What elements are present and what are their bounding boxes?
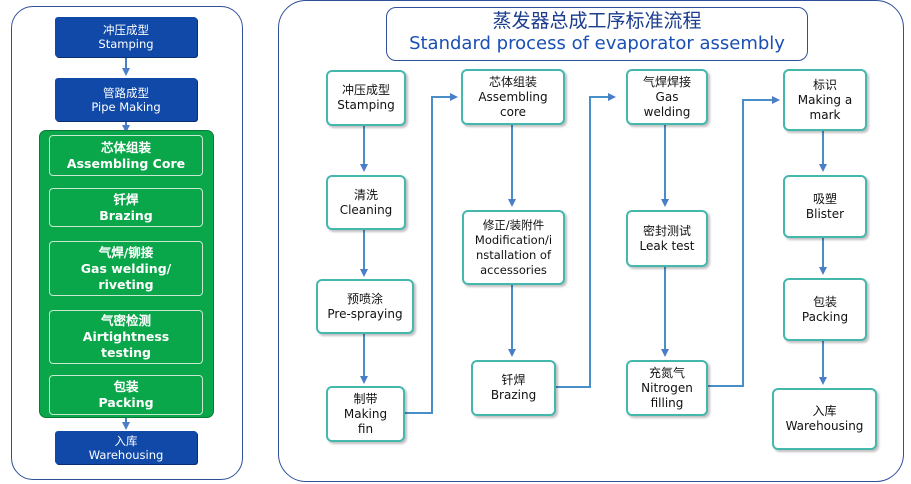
node-zh: 修正/装附件	[482, 217, 545, 232]
right-node-gas-welding: 气焊焊接 Gas welding	[626, 69, 708, 125]
node-en: Leak test	[639, 238, 695, 253]
node-zh: 冲压成型	[103, 23, 149, 37]
node-en-line1: Gas	[655, 89, 679, 104]
node-en-line1: Assembling	[478, 89, 548, 104]
right-node-blister: 吸塑 Blister	[783, 175, 867, 238]
node-en: Packing	[98, 395, 154, 410]
node-en-line1: Airtightness	[82, 329, 170, 344]
node-zh: 清洗	[353, 187, 378, 202]
node-en: Pipe Making	[91, 99, 161, 114]
right-node-modification: 修正/装附件 Modification/i nstallation of acc…	[462, 210, 565, 285]
node-en: Cleaning	[339, 202, 393, 217]
node-zh: 气密检测	[100, 313, 151, 328]
node-zh: 包装	[812, 294, 837, 309]
left-node-airtightness: 气密检测 Airtightness testing	[49, 310, 203, 364]
node-en-line2: welding	[643, 104, 691, 119]
right-node-cleaning: 清洗 Cleaning	[326, 175, 406, 230]
node-en-line1: Making a	[797, 92, 853, 107]
node-zh: 气焊焊接	[642, 74, 691, 89]
node-en-line1: Making	[343, 406, 388, 421]
node-zh: 入库	[812, 404, 837, 418]
right-node-nitrogen-filling: 充氮气 Nitrogen filling	[626, 360, 708, 416]
node-zh: 充氮气	[648, 365, 685, 380]
node-zh: 制带	[353, 391, 378, 406]
node-zh: 管路成型	[103, 85, 149, 100]
node-zh: 密封测试	[642, 223, 691, 238]
node-zh: 预喷涂	[346, 291, 383, 306]
right-node-stamping: 冲压成型 Stamping	[326, 70, 406, 126]
node-zh: 标识	[812, 77, 837, 92]
node-en-line2: nstallation of	[475, 247, 552, 262]
node-zh: 芯体组装	[100, 139, 151, 155]
left-node-assembling-core: 芯体组装 Assembling Core	[49, 135, 203, 176]
right-node-pre-spraying: 预喷涂 Pre-spraying	[316, 279, 414, 334]
node-en: Stamping	[337, 98, 395, 112]
title-zh: 蒸发器总成工序标准流程	[492, 10, 702, 32]
node-en: Brazing	[99, 207, 153, 223]
node-zh: 冲压成型	[341, 83, 390, 97]
node-zh: 吸塑	[812, 191, 837, 206]
node-en: Stamping	[98, 37, 154, 51]
node-en: Pre-spraying	[327, 306, 403, 321]
node-en: Packing	[801, 309, 849, 324]
right-node-assembling-core: 芯体组装 Assembling core	[461, 69, 565, 125]
node-en: Brazing	[490, 388, 537, 402]
node-en-line1: Gas welding/	[80, 260, 172, 276]
node-en: Warehousing	[88, 447, 164, 462]
node-en-line1: Modification/i	[474, 232, 553, 247]
arrow-brazing-gaswelding	[553, 93, 616, 388]
left-node-pipe-making: 管路成型 Pipe Making	[55, 78, 197, 121]
left-node-stamping: 冲压成型 Stamping	[55, 17, 197, 57]
left-node-gas-welding: 气焊/铆接 Gas welding/ riveting	[49, 241, 203, 296]
node-en: Blister	[805, 206, 845, 221]
node-en-line2: filling	[650, 395, 684, 410]
node-en-line2: mark	[809, 107, 841, 122]
right-node-making-fin: 制带 Making fin	[326, 386, 405, 442]
node-en: Warehousing	[785, 419, 864, 433]
right-node-warehousing: 入库 Warehousing	[772, 388, 877, 450]
arrow-nitrogen-mark	[705, 96, 780, 387]
right-node-packing: 包装 Packing	[783, 278, 867, 341]
node-zh: 钎焊	[501, 373, 526, 387]
node-zh: 入库	[114, 433, 138, 448]
node-zh: 芯体组装	[488, 74, 537, 89]
node-zh: 包装	[113, 379, 139, 394]
left-node-packing: 包装 Packing	[49, 375, 203, 415]
arrow-fin-core	[403, 93, 458, 414]
left-node-warehousing: 入库 Warehousing	[55, 431, 197, 464]
node-en-line2: core	[500, 104, 526, 119]
right-node-leak-test: 密封测试 Leak test	[626, 210, 708, 267]
node-en-line2: riveting	[98, 276, 154, 292]
diagram-title: 蒸发器总成工序标准流程 Standard process of evaporat…	[386, 7, 808, 61]
node-en-line1: Nitrogen	[641, 380, 693, 395]
node-en-line2: testing	[101, 345, 151, 360]
node-zh: 钎焊	[113, 191, 139, 207]
node-en: Assembling Core	[66, 155, 186, 171]
node-en-line3: accessories	[480, 262, 547, 277]
left-node-brazing: 钎焊 Brazing	[49, 188, 203, 227]
right-node-brazing: 钎焊 Brazing	[471, 360, 556, 416]
title-en: Standard process of evaporator assembly	[409, 33, 785, 54]
right-node-making-mark: 标识 Making a mark	[783, 69, 867, 131]
node-zh: 气焊/铆接	[98, 244, 154, 260]
node-en-line2: fin	[357, 421, 374, 436]
